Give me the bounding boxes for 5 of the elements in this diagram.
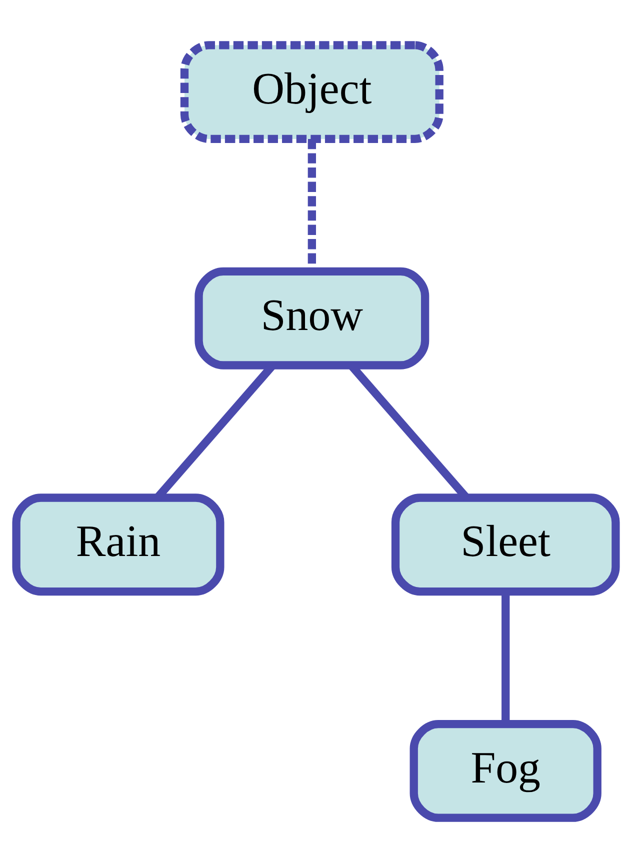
node-box: Sleet: [391, 493, 620, 596]
node-box: Rain: [12, 493, 224, 596]
node-box: Object: [180, 40, 444, 143]
node-box: Snow: [194, 266, 430, 369]
node-box: Fog: [410, 719, 602, 822]
